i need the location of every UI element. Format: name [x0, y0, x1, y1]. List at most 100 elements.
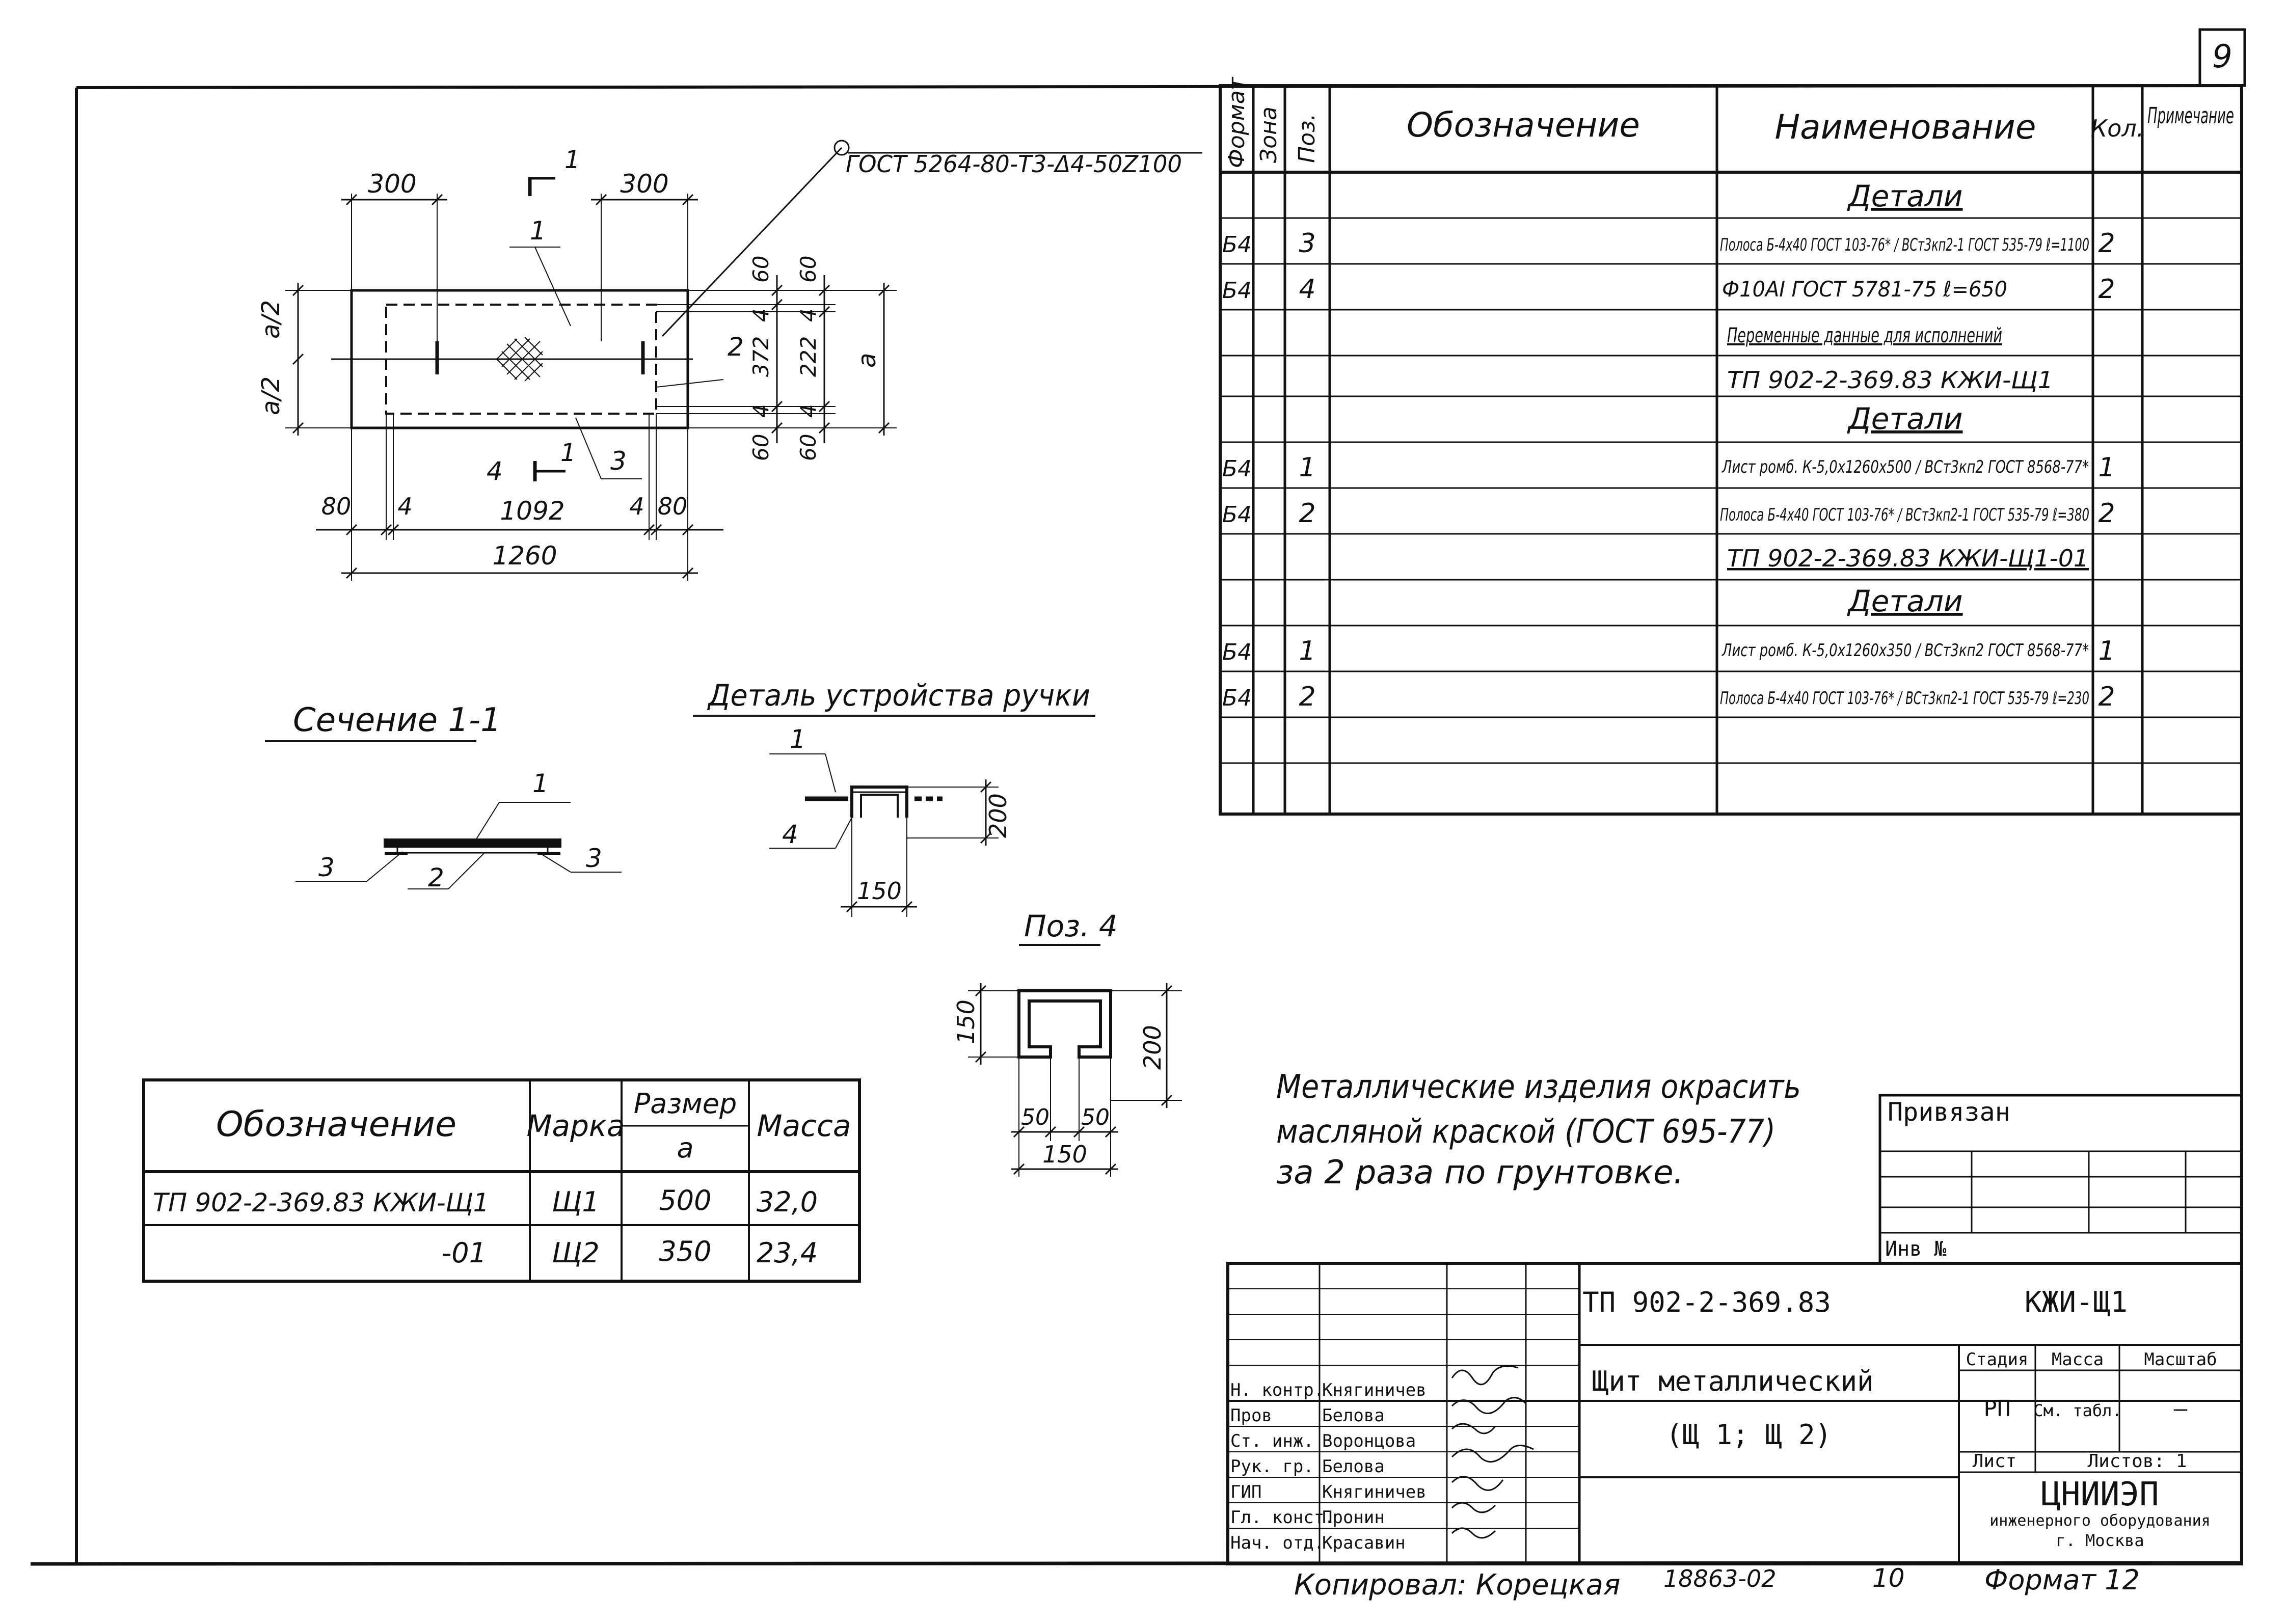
- copied-by: Копировал: Корецкая: [1294, 1568, 1621, 1602]
- section-label-3b: 3: [586, 844, 602, 873]
- mesh-hatch: [496, 337, 543, 382]
- pos4-dim-50-left: 50: [1021, 1104, 1050, 1130]
- dim-edge-right: 80: [658, 493, 688, 520]
- dim-right-top: 300: [620, 169, 668, 199]
- spec-header-designation: Обозначение: [1407, 105, 1640, 145]
- callout-4: 4: [487, 456, 503, 486]
- mass-row-mark: Щ1: [552, 1186, 599, 1218]
- spec-format: Б4: [1222, 502, 1252, 528]
- note-line-2: масляной краской (ГОСТ 695-77): [1276, 1113, 1775, 1151]
- note-line-1: Металлические изделия окрасить: [1276, 1068, 1801, 1106]
- specification-table: [1219, 84, 2243, 816]
- spec-heading: Переменные данные для исполнений: [1727, 324, 2002, 347]
- dim-overall-width: 1260: [492, 541, 557, 571]
- spec-header-qty: Кол.: [2091, 115, 2144, 142]
- section-label-1: 1: [532, 769, 549, 798]
- dim-v60-top-outer: 60: [796, 256, 821, 283]
- mass-table: [142, 1078, 861, 1283]
- mass-row-mass: 23,4: [757, 1237, 818, 1269]
- spec-ref: ТП 902-2-369.83 КЖИ-Щ1-01: [1727, 545, 2089, 572]
- section-mark-top: 1: [564, 146, 580, 174]
- dim-weld-left: 4: [397, 493, 412, 520]
- spec-qty: 2: [2098, 498, 2115, 529]
- section-labels: Сечение 1-1 1 2 3 3: [293, 701, 602, 892]
- org-name: ЦНИИЭП: [2041, 1476, 2159, 1513]
- signer-name: Красавин: [1322, 1533, 1406, 1553]
- note-line-3: за 2 раза по грунтовке.: [1276, 1154, 1684, 1192]
- section-1-1: [265, 740, 622, 889]
- paint-note: Металлические изделия окрасить масляной …: [1276, 1068, 1801, 1192]
- mass-header-size-sub: a: [677, 1132, 693, 1164]
- spec-name: Ф10АI ГОСТ 5781-75 ℓ=650: [1722, 277, 2007, 302]
- spec-format: Б4: [1222, 232, 1252, 258]
- drawing-name-line-1: Щит металлический: [1592, 1365, 1874, 1397]
- section-mark-bottom: 1: [560, 439, 576, 467]
- sheets-label: Листов: 1: [2087, 1451, 2187, 1472]
- org-line-2: инженерного оборудования: [1989, 1512, 2210, 1530]
- dim-v60-top-inner: 60: [748, 256, 773, 283]
- callout-2: 2: [728, 332, 744, 362]
- handle-detail: [693, 715, 1095, 917]
- signer-name: Воронцова: [1322, 1431, 1416, 1451]
- spec-pos: 1: [1299, 636, 1315, 666]
- section-label-3a: 3: [318, 853, 335, 882]
- spec-header-name: Наименование: [1775, 107, 2036, 147]
- sheet-label: Лист: [1973, 1451, 2017, 1472]
- pos4-labels: Поз. 4 150 200 50 50 150: [952, 909, 1166, 1168]
- plan-view: [285, 140, 1202, 581]
- drawing-name-line-2: (Щ 1; Щ 2): [1666, 1419, 1832, 1451]
- signer-role: Н. контр.: [1230, 1380, 1324, 1400]
- signer-name: Белова: [1322, 1456, 1385, 1477]
- stage-value: РП: [1984, 1396, 2011, 1422]
- mass-row-mark: Щ2: [552, 1237, 599, 1269]
- mass-row-designation: -01: [442, 1237, 487, 1269]
- sheet-frame: 9: [30, 28, 2246, 1566]
- spec-name: Полоса Б-4х40 ГОСТ 103-76* / ВСт3кп2-1 Г…: [1720, 235, 2089, 255]
- handle-dim-width: 150: [857, 877, 902, 905]
- spec-heading: Детали: [1846, 401, 1962, 436]
- handle-title: Деталь устройства ручки: [707, 678, 1090, 713]
- mass-header-mass: Масса: [757, 1108, 851, 1143]
- callout-1: 1: [530, 216, 546, 246]
- dim-v4-lower-inner: 4: [748, 404, 773, 418]
- scale-label: Масштаб: [2144, 1349, 2217, 1370]
- spec-pos: 2: [1299, 498, 1315, 529]
- doc-code: ТП 902-2-369.83: [1582, 1286, 1831, 1318]
- mass-table-text: Обозначение Марка Размер a Масса ТП 902-…: [153, 1088, 851, 1269]
- mass-row-size: 350: [659, 1235, 711, 1267]
- callout-3: 3: [610, 446, 627, 476]
- inv-number-label: Инв №: [1885, 1237, 1946, 1261]
- dim-edge-left: 80: [321, 493, 352, 520]
- spec-heading: Детали: [1846, 584, 1962, 618]
- dim-a-total: a: [853, 353, 881, 368]
- dim-v60-bottom-inner: 60: [748, 434, 773, 461]
- spec-format: Б4: [1222, 639, 1252, 665]
- spec-header-zone: Зона: [1256, 106, 1282, 163]
- pos4-dim-150-horizontal: 150: [1042, 1141, 1087, 1168]
- signer-name: Княгиничев: [1322, 1380, 1427, 1400]
- spec-ref: ТП 902-2-369.83 КЖИ-Щ1: [1727, 366, 2053, 394]
- title-block: [1226, 1262, 2243, 1565]
- dim-half-a-top: a/2: [257, 300, 285, 339]
- privyazan-title: Привязан: [1888, 1097, 2010, 1127]
- pos4-title: Поз. 4: [1024, 909, 1118, 943]
- spec-heading: Детали: [1846, 179, 1962, 213]
- handle-label-1: 1: [790, 724, 806, 754]
- handle-dim-height: 200: [984, 793, 1012, 838]
- handle-labels: Деталь устройства ручки 1 4 200 150: [707, 678, 1090, 905]
- spec-qty: 1: [2098, 636, 2115, 666]
- spec-name: Полоса Б-4х40 ГОСТ 103-76* / ВСт3кп2-1 Г…: [1720, 688, 2089, 709]
- spec-name: Полоса Б-4х40 ГОСТ 103-76* / ВСт3кп2-1 Г…: [1720, 505, 2089, 525]
- spec-format: Б4: [1222, 685, 1252, 711]
- dim-inner-width: 1092: [500, 496, 564, 526]
- section-title: Сечение 1-1: [293, 701, 501, 739]
- page-number: 9: [2212, 38, 2232, 75]
- dim-v372: 372: [748, 336, 773, 377]
- section-label-2: 2: [428, 863, 444, 892]
- format-label: Формат 12: [1984, 1564, 2140, 1596]
- signer-name: Княгиничев: [1322, 1482, 1427, 1502]
- signer-name: Пронин: [1322, 1507, 1385, 1528]
- signer-role: Рук. гр.: [1230, 1456, 1314, 1477]
- dim-v60-bottom-outer: 60: [796, 434, 821, 461]
